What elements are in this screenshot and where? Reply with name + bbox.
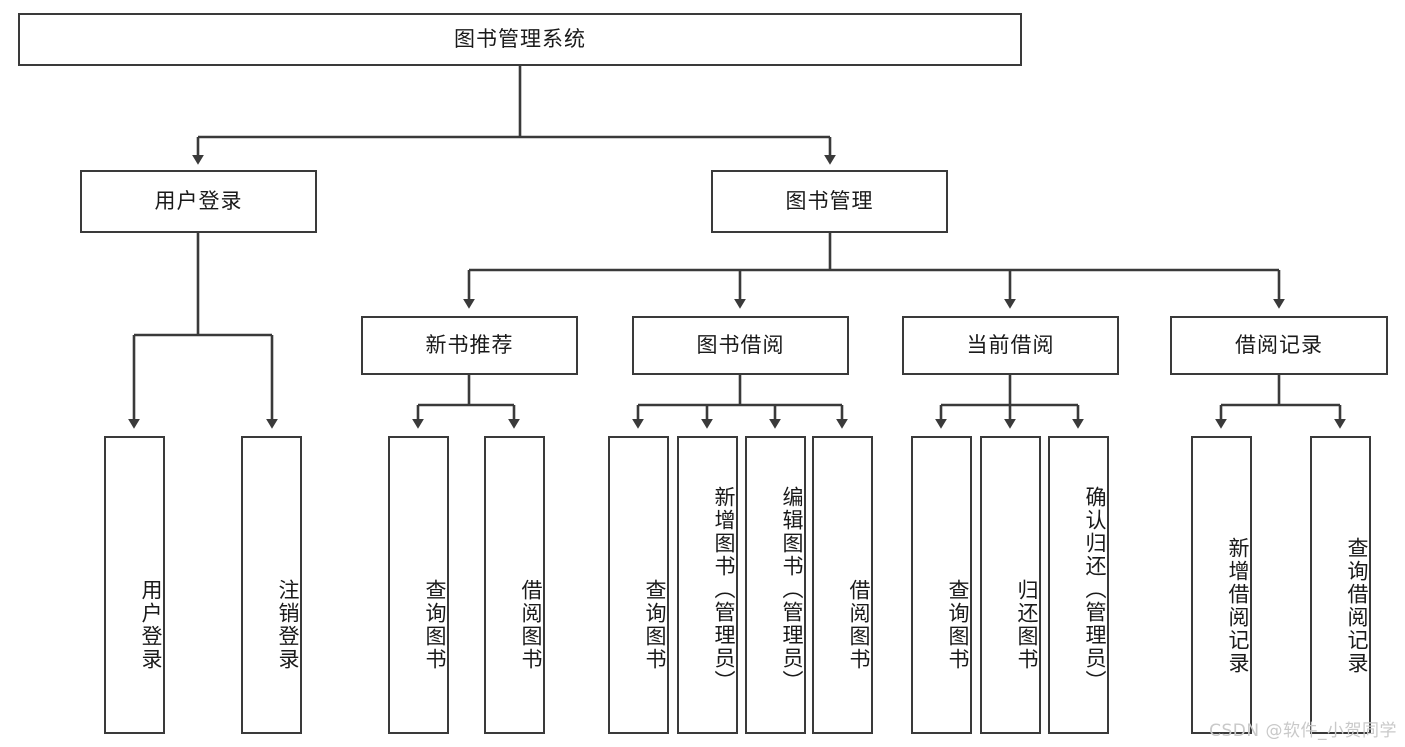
node-leaf-borrow-book-1[interactable]: 借阅图书 xyxy=(484,436,545,734)
node-leaf-query-book-2-label: 查询图书 xyxy=(643,579,667,671)
node-leaf-query-book-3[interactable]: 查询图书 xyxy=(911,436,972,734)
node-leaf-query-record-label: 查询借阅记录 xyxy=(1345,537,1369,675)
node-new-book-recommend[interactable]: 新书推荐 xyxy=(361,316,578,375)
node-leaf-edit-book-label: 编辑图书（管理员） xyxy=(780,485,804,693)
node-leaf-logout[interactable]: 注销登录 xyxy=(241,436,302,734)
node-leaf-borrow-book-2-label: 借阅图书 xyxy=(847,579,871,671)
node-leaf-user-login-label: 用户登录 xyxy=(139,579,163,671)
node-leaf-query-record[interactable]: 查询借阅记录 xyxy=(1310,436,1371,734)
node-leaf-add-record-label: 新增借阅记录 xyxy=(1226,537,1250,675)
node-leaf-query-book-1[interactable]: 查询图书 xyxy=(388,436,449,734)
node-book-manage-label: 图书管理 xyxy=(785,189,874,214)
node-leaf-confirm-return-label: 确认归还（管理员） xyxy=(1083,485,1107,693)
node-book-manage[interactable]: 图书管理 xyxy=(711,170,948,233)
node-leaf-query-book-2[interactable]: 查询图书 xyxy=(608,436,669,734)
node-new-book-recommend-label: 新书推荐 xyxy=(425,333,514,358)
node-current-borrow-label: 当前借阅 xyxy=(966,333,1055,358)
node-leaf-query-book-3-label: 查询图书 xyxy=(946,579,970,671)
node-leaf-return-book[interactable]: 归还图书 xyxy=(980,436,1041,734)
node-root-label: 图书管理系统 xyxy=(454,27,586,52)
node-leaf-add-book-label: 新增图书（管理员） xyxy=(712,485,736,693)
node-leaf-return-book-label: 归还图书 xyxy=(1015,579,1039,671)
node-borrow-record[interactable]: 借阅记录 xyxy=(1170,316,1388,375)
node-leaf-borrow-book-2[interactable]: 借阅图书 xyxy=(812,436,873,734)
node-leaf-confirm-return[interactable]: 确认归还（管理员） xyxy=(1048,436,1109,734)
node-leaf-add-book[interactable]: 新增图书（管理员） xyxy=(677,436,738,734)
node-leaf-logout-label: 注销登录 xyxy=(276,579,300,671)
csdn-watermark: CSDN @软件_小贺同学 xyxy=(1209,721,1397,741)
node-book-borrow[interactable]: 图书借阅 xyxy=(632,316,849,375)
node-borrow-record-label: 借阅记录 xyxy=(1235,333,1323,358)
node-current-borrow[interactable]: 当前借阅 xyxy=(902,316,1119,375)
node-user-login[interactable]: 用户登录 xyxy=(80,170,317,233)
node-leaf-query-book-1-label: 查询图书 xyxy=(423,579,447,671)
node-leaf-borrow-book-1-label: 借阅图书 xyxy=(519,579,543,671)
node-root[interactable]: 图书管理系统 xyxy=(18,13,1022,66)
node-leaf-edit-book[interactable]: 编辑图书（管理员） xyxy=(745,436,806,734)
node-book-borrow-label: 图书借阅 xyxy=(696,333,785,358)
node-user-login-label: 用户登录 xyxy=(154,189,243,214)
node-leaf-user-login[interactable]: 用户登录 xyxy=(104,436,165,734)
node-leaf-add-record[interactable]: 新增借阅记录 xyxy=(1191,436,1252,734)
